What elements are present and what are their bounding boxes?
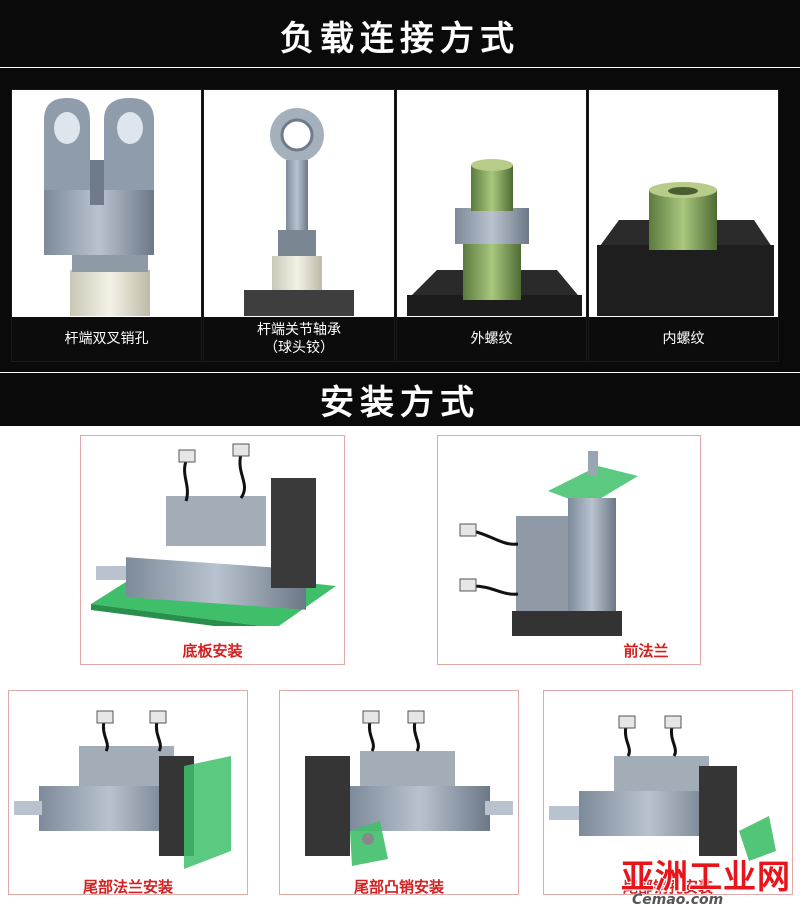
connection-header: 负载连接方式 — [0, 0, 800, 70]
installation-header-title: 安装方式 — [320, 382, 480, 423]
internal-thread-illustration — [597, 182, 774, 320]
mount-rear-clevis: 尾部销孔安装 — [543, 690, 793, 895]
rear-clevis-illustration — [549, 715, 776, 861]
front-flange-illustration — [459, 451, 638, 636]
installation-header: 安装方式 — [0, 372, 800, 426]
rod-end-illustration — [244, 108, 354, 320]
mount-rear-flange: 尾部法兰安装 — [8, 690, 248, 895]
connection-clevis: 杆端双叉销孔 — [11, 89, 202, 362]
mount-rear-trunnion: 尾部凸销安装 — [279, 690, 519, 895]
rear-flange-illustration — [14, 710, 231, 869]
mount-front-flange: 前法兰 — [437, 435, 701, 665]
site-watermark: 亚洲工业网 Cemao.com — [612, 850, 800, 916]
connection-internal-thread: 内螺纹 — [588, 89, 779, 362]
external-thread-illustration — [407, 159, 582, 320]
connection-rod-end: 杆端关节轴承 （球头铰） — [203, 89, 395, 362]
watermark-url: Cemao.com — [632, 892, 724, 908]
mount-label: 尾部凸销安装 — [353, 878, 444, 895]
connection-label: 外螺纹 — [397, 316, 586, 361]
mount-base-plate: 底板安装 — [80, 435, 345, 665]
mount-label: 尾部法兰安装 — [82, 878, 173, 895]
connection-header-title: 负载连接方式 — [280, 18, 520, 59]
base-plate-illustration — [91, 443, 336, 626]
connection-label: 内螺纹 — [589, 316, 778, 361]
header-rule — [0, 372, 800, 373]
mount-label: 前法兰 — [623, 642, 669, 660]
watermark-logo-text: 亚洲工业网 — [621, 857, 791, 896]
mount-label: 尾部销孔安装 — [622, 878, 713, 895]
mount-label: 底板安装 — [182, 642, 243, 660]
connection-label: 杆端双叉销孔 — [12, 316, 201, 361]
connection-external-thread: 外螺纹 — [396, 89, 587, 362]
header-rule — [0, 67, 800, 68]
clevis-illustration — [44, 98, 154, 320]
connection-label: 杆端关节轴承 （球头铰） — [204, 316, 394, 361]
rear-trunnion-illustration — [305, 710, 513, 866]
